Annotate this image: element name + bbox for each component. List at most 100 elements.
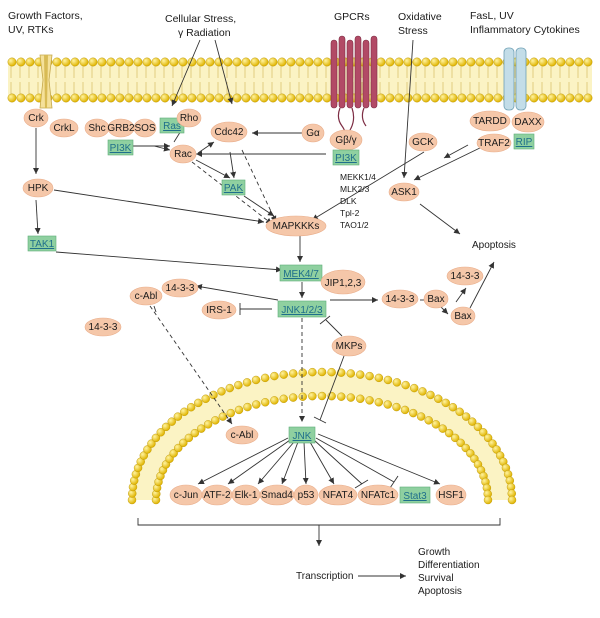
lipid-head — [187, 93, 197, 103]
mapkkk-item: Tpl-2 — [340, 208, 360, 218]
traf2-label: TRAF2 — [478, 138, 510, 149]
lipid-head — [356, 370, 365, 379]
fas-receptor — [503, 47, 527, 111]
lipid-head — [455, 407, 464, 417]
pi3k-right-link[interactable]: PI3K — [335, 153, 357, 164]
mek47-link[interactable]: MEK4/7 — [283, 269, 319, 280]
lipid-head — [211, 416, 220, 425]
hpk-label: HPK — [28, 183, 49, 194]
cdc42-node — [210, 121, 248, 143]
lipid-head — [383, 400, 392, 409]
lipid-head — [376, 57, 386, 67]
lipid-head — [434, 394, 443, 403]
lipid-head — [16, 57, 26, 67]
lipid-head — [174, 443, 183, 453]
outcome-item: Survival — [418, 573, 454, 584]
lipid-head — [484, 93, 494, 103]
jip-label: JIP1,2,3 — [325, 278, 362, 289]
lipid-head — [115, 57, 125, 67]
lipid-head — [385, 93, 395, 103]
lipid-head — [277, 57, 287, 67]
lipid-head — [97, 57, 107, 67]
lipid-head — [151, 433, 161, 443]
lipid-head — [308, 367, 317, 377]
lipid-head — [217, 387, 226, 396]
ff33-left-label: 14-3-3 — [89, 322, 118, 333]
lipid-head — [507, 495, 517, 505]
cellular-stress-label: Cellular Stress, — [165, 13, 236, 25]
lipid-head — [385, 57, 395, 67]
lipid-head — [106, 93, 116, 103]
ras-link[interactable]: Ras — [163, 121, 181, 132]
stat3-link[interactable]: Stat3 — [403, 491, 427, 502]
lipid-head — [439, 57, 449, 67]
gpcrs-label: GPCRs — [334, 11, 370, 23]
lipid-head — [412, 93, 422, 103]
mapkkks-label: MAPKKKs — [273, 221, 320, 232]
lipid-head — [484, 57, 494, 67]
crkl-label: CrkL — [53, 123, 75, 134]
lipid-head — [337, 368, 346, 377]
sos-node — [133, 118, 157, 138]
nuclear-membrane — [127, 367, 517, 505]
mkps-label: MKPs — [336, 341, 363, 352]
nfat4-label: NFAT4 — [323, 490, 354, 501]
lipid-head — [252, 400, 261, 409]
daxx-node — [511, 111, 545, 133]
lipid-head — [270, 371, 279, 381]
jnk123-link[interactable]: JNK1/2/3 — [281, 305, 323, 316]
lipid-head — [169, 57, 179, 67]
smad4-label: Smad4 — [261, 490, 293, 501]
oxidative-label: Oxidative — [398, 11, 442, 23]
lipid-head — [392, 402, 401, 412]
lipid-head — [322, 57, 332, 67]
ff33-mid-node — [381, 289, 419, 309]
jnk-link[interactable]: JNK — [293, 431, 312, 442]
membrane-core — [8, 62, 592, 98]
lipid-head — [416, 412, 426, 421]
lipid-head — [403, 93, 413, 103]
lipid-head — [444, 428, 454, 438]
lipid-head — [180, 407, 189, 417]
lipid-head — [483, 495, 493, 505]
rip-link[interactable]: RIP — [516, 137, 533, 148]
lipid-head — [160, 93, 170, 103]
lipid-head — [203, 420, 213, 429]
p53-label: p53 — [298, 490, 315, 501]
pak-link[interactable]: PAK — [224, 183, 244, 194]
nfatc1-label: NFATc1 — [361, 490, 396, 501]
lipid-head — [475, 57, 485, 67]
lipid-head — [298, 392, 307, 401]
lipid-head — [439, 93, 449, 103]
ask1-label: ASK1 — [391, 187, 417, 198]
lipid-head — [190, 428, 200, 438]
rip-box — [513, 133, 535, 150]
mapkkk-item: DLK — [340, 196, 357, 206]
lipid-head — [450, 433, 460, 443]
cabl-nucleus-node — [225, 425, 259, 445]
lipid-head — [468, 417, 477, 426]
cjun-label: c-Jun — [174, 490, 198, 501]
lipid-head — [147, 439, 156, 448]
lipid-head — [142, 93, 152, 103]
lipid-head — [251, 375, 261, 385]
bax-mid-label: Bax — [427, 294, 444, 305]
lipid-head — [61, 93, 71, 103]
jnk123-box — [277, 300, 327, 318]
lipid-head — [151, 57, 161, 67]
growth-factors-label-2: UV, RTKs — [8, 24, 54, 36]
tak1-link[interactable]: TAK1 — [30, 239, 55, 250]
lipid-head — [403, 57, 413, 67]
lipid-head — [421, 57, 431, 67]
lipid-head — [448, 403, 458, 412]
pathway-nodes: Crk CrkL Shc GRB2 SOS Ras PI3K Rho Rac C… — [22, 108, 545, 597]
cabl-nucleus-label: c-Abl — [231, 430, 254, 441]
lipid-head — [161, 422, 171, 432]
lipid-head — [201, 394, 210, 403]
pi3k-left-link[interactable]: PI3K — [110, 143, 132, 154]
p53-node — [293, 484, 319, 506]
lipid-head — [279, 394, 288, 404]
lipid-head — [383, 375, 393, 385]
hpk-node — [22, 178, 54, 198]
